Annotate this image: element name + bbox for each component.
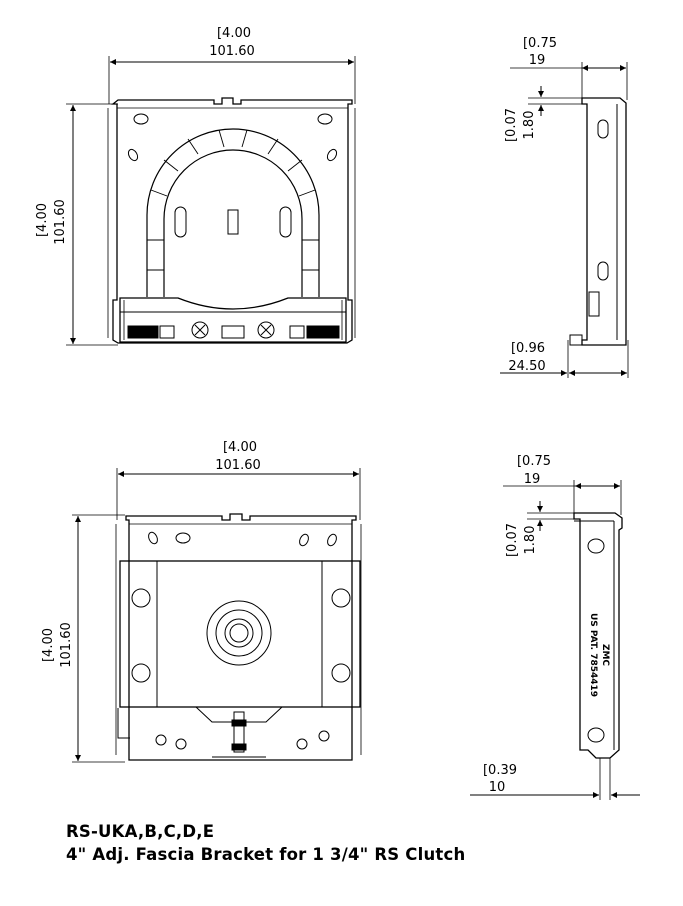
- bottom-width-inch: [4.00: [223, 440, 257, 455]
- top-depth-inch: [0.75: [523, 36, 557, 51]
- side-view-top: [500, 62, 629, 378]
- side-view-bottom: [470, 480, 640, 800]
- bracket-plate: [111, 97, 353, 344]
- top-depth-mm: 19: [529, 53, 546, 68]
- side-stamp-line2: US PAT. 7854419: [588, 613, 598, 697]
- clutch-cover-plate: [119, 560, 361, 708]
- bottom-depth-mm: 19: [524, 472, 541, 487]
- top-width-mm: 101.60: [209, 44, 255, 59]
- front-view-top: [66, 56, 356, 346]
- part-description-caption: 4" Adj. Fascia Bracket for 1 3/4" RS Clu…: [66, 845, 466, 864]
- top-offset-mm: 1.80: [522, 111, 537, 140]
- top-height-inch: [4.00: [35, 203, 50, 237]
- bottom-height-inch: [4.00: [41, 628, 56, 662]
- top-base-inch: [0.96: [511, 341, 545, 356]
- bottom-depth-inch: [0.75: [517, 454, 551, 469]
- top-offset-inch: [0.07: [504, 108, 519, 142]
- side-stamp-line1: ZMC: [600, 644, 610, 666]
- bottom-height-mm: 101.60: [59, 622, 74, 668]
- bottom-width-mm: 101.60: [215, 458, 261, 473]
- part-number-caption: RS-UKA,B,C,D,E: [66, 822, 215, 841]
- bottom-offset-mm: 1.80: [523, 526, 538, 555]
- top-height-mm: 101.60: [53, 199, 68, 245]
- top-width-inch: [4.00: [217, 26, 251, 41]
- top-base-mm: 24.50: [508, 359, 545, 374]
- bottom-offset-inch: [0.07: [505, 523, 520, 557]
- bottom-base-inch: [0.39: [483, 763, 517, 778]
- front-view-bottom: [72, 468, 362, 763]
- bottom-base-mm: 10: [489, 780, 506, 795]
